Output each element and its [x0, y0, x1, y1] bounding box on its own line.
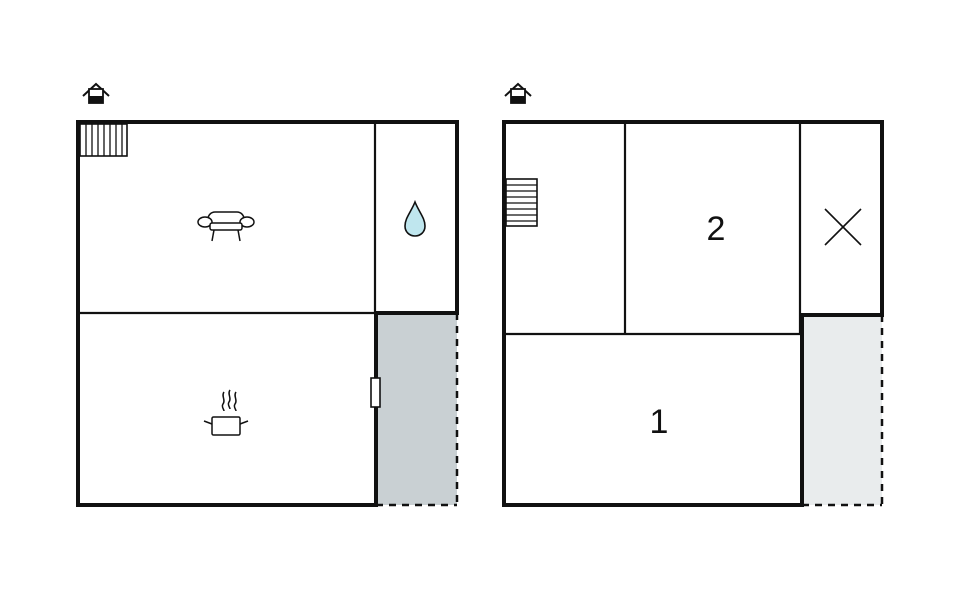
stairs-icon — [79, 123, 128, 157]
door-icon — [370, 377, 381, 408]
exterior-wall — [502, 120, 884, 507]
bathroom-icon — [404, 199, 426, 237]
terrace-area — [376, 313, 457, 505]
upper-floor-plan: 2 1 — [502, 82, 884, 507]
house-level-icon — [504, 82, 532, 104]
kitchen-icon — [203, 389, 249, 436]
room-label-bedroom-1: 1 — [650, 403, 669, 441]
storage-x-icon — [824, 208, 862, 246]
house-level-icon — [82, 82, 110, 104]
stairs-icon — [505, 178, 538, 227]
room-label-bedroom-2: 2 — [707, 210, 726, 248]
ground-floor-plan — [76, 82, 459, 507]
sofa-icon — [197, 211, 255, 242]
terrace-area — [802, 315, 882, 505]
